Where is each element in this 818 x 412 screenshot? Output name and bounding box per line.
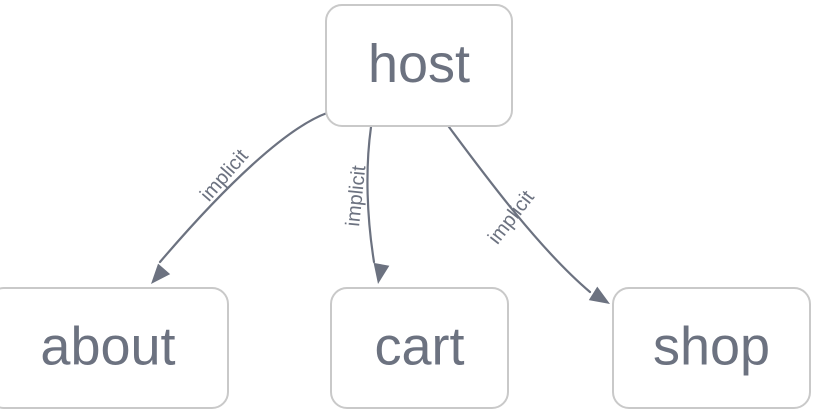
edge-host-shop[interactable]: implicit bbox=[447, 125, 614, 311]
edge-host-about[interactable]: implicit bbox=[145, 111, 329, 289]
arrowhead-icon bbox=[151, 263, 171, 284]
edge-host-cart[interactable]: implicit bbox=[342, 125, 390, 285]
edge-line bbox=[366, 125, 376, 264]
node-label: host bbox=[368, 34, 470, 94]
edge-line bbox=[158, 111, 329, 264]
node-host[interactable]: host bbox=[325, 4, 513, 127]
node-about[interactable]: about bbox=[0, 287, 229, 409]
edge-line bbox=[447, 125, 592, 294]
node-box bbox=[325, 4, 513, 127]
edge-label: implicit bbox=[484, 186, 539, 248]
node-cart[interactable]: cart bbox=[330, 287, 509, 409]
edge-label: implicit bbox=[342, 164, 370, 228]
node-label: about bbox=[40, 316, 175, 376]
node-box bbox=[330, 287, 509, 409]
node-label: shop bbox=[653, 316, 770, 376]
edge-label: implicit bbox=[196, 145, 253, 206]
node-box bbox=[0, 287, 229, 409]
node-label: cart bbox=[374, 316, 464, 376]
arrowhead-icon bbox=[588, 286, 610, 304]
node-shop[interactable]: shop bbox=[612, 287, 811, 409]
arrowhead-icon bbox=[373, 262, 390, 284]
node-box bbox=[612, 287, 811, 409]
